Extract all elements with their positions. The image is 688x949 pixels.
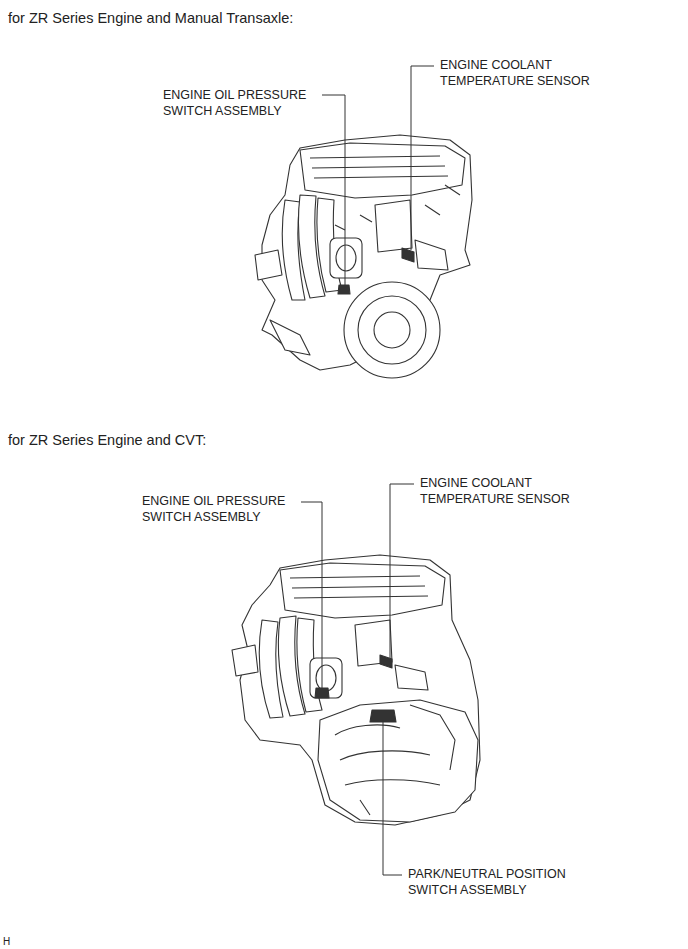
part-name: ENGINE COOLANT TEMPERATURE SENSOR — [420, 476, 585, 507]
section-heading: for ZR Series Engine and CVT: — [8, 431, 608, 449]
part-name: ENGINE OIL PRESSURE SWITCH ASSEMBLY — [163, 88, 315, 119]
engine-manual-transaxle — [255, 135, 472, 378]
part-name: ENGINE COOLANT TEMPERATURE SENSOR — [440, 58, 605, 89]
engine-cvt — [232, 555, 480, 825]
section-heading: for ZR Series Engine and Manual Transaxl… — [8, 9, 608, 27]
part-name: PARK/NEUTRAL POSITION SWITCH ASSEMBLY — [408, 867, 586, 898]
leader-lines — [301, 66, 434, 875]
figure-code: H — [3, 936, 43, 949]
part-name: ENGINE OIL PRESSURE SWITCH ASSEMBLY — [142, 494, 294, 525]
